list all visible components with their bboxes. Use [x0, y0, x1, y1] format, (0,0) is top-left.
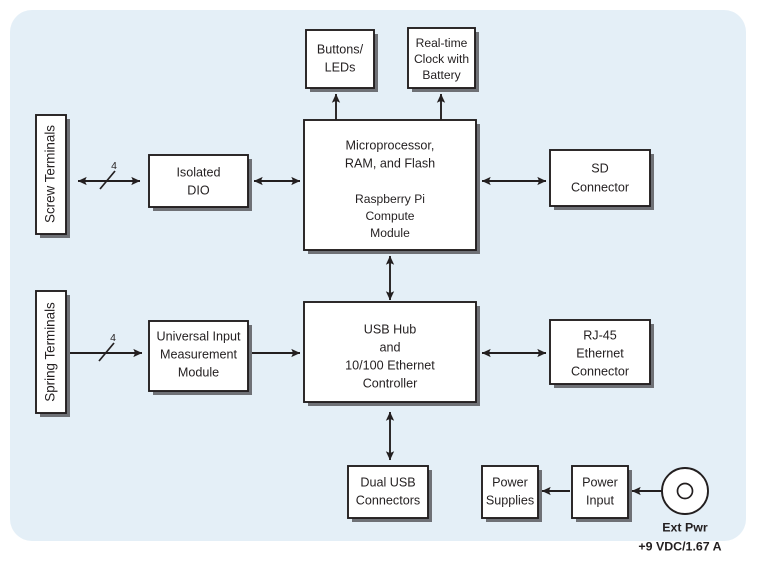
- screw-terminals-label: Screw Terminals: [43, 125, 58, 223]
- ext-power-caption-line2: +9 VDC/1.67 A: [638, 539, 721, 553]
- rj45-label-line3: Connector: [571, 364, 629, 378]
- block-screw-terminals: Screw Terminals: [35, 114, 70, 238]
- ext-power-caption-line1: Ext Pwr: [662, 520, 708, 534]
- power-supplies-label-line2: Supplies: [486, 493, 534, 507]
- microprocessor-label-line5: Module: [370, 226, 410, 240]
- rj45-label-line2: Ethernet: [576, 346, 624, 360]
- buttons-leds-label-line1: Buttons/: [317, 42, 364, 56]
- power-input-label-line2: Input: [586, 493, 615, 507]
- screw-bus-width-label: 4: [111, 161, 117, 172]
- block-buttons-leds: Buttons/ LEDs: [305, 29, 378, 92]
- dual-usb-label-line1: Dual USB: [360, 475, 415, 489]
- usb-hub-label-line2: and: [379, 340, 400, 354]
- block-dual-usb-connectors: Dual USB Connectors: [347, 465, 432, 522]
- rtc-label-line1: Real-time: [416, 36, 468, 50]
- spring-bus-width-label: 4: [110, 333, 116, 344]
- block-microprocessor: Microprocessor, RAM, and Flash Raspberry…: [303, 119, 480, 254]
- block-usb-hub-ethernet-controller: USB Hub and 10/100 Ethernet Controller: [303, 301, 480, 406]
- microprocessor-label-line2: RAM, and Flash: [345, 156, 435, 170]
- block-spring-terminals: Spring Terminals: [35, 290, 70, 417]
- block-rj45-ethernet-connector: RJ-45 Ethernet Connector: [549, 319, 654, 388]
- buttons-leds-label-line2: LEDs: [325, 60, 356, 74]
- isolated-dio-label-line1: Isolated: [176, 165, 220, 179]
- uim-label-line3: Module: [178, 365, 219, 379]
- usb-hub-label-line3: 10/100 Ethernet: [345, 358, 435, 372]
- connector-screw-to-dio: 4: [77, 161, 141, 190]
- power-jack-inner-icon: [676, 482, 694, 500]
- connector-spring-to-uim: 4: [70, 333, 143, 362]
- rtc-label-line3: Battery: [422, 68, 461, 82]
- usb-hub-label-line4: Controller: [363, 376, 418, 390]
- block-isolated-dio: Isolated DIO: [148, 154, 252, 211]
- isolated-dio-label-line2: DIO: [187, 183, 210, 197]
- block-universal-input-measurement-module: Universal Input Measurement Module: [148, 320, 252, 395]
- microprocessor-label-line1: Microprocessor,: [346, 138, 435, 152]
- block-power-input: Power Input: [571, 465, 632, 522]
- block-power-supplies: Power Supplies: [481, 465, 542, 522]
- sd-connector-label-line1: SD: [591, 161, 609, 175]
- power-input-label-line1: Power: [582, 475, 618, 489]
- uim-label-line1: Universal Input: [157, 329, 242, 343]
- rtc-label-line2: Clock with: [414, 52, 469, 66]
- block-sd-connector: SD Connector: [549, 149, 654, 210]
- block-realtime-clock: Real-time Clock with Battery: [407, 27, 479, 92]
- uim-label-line2: Measurement: [160, 347, 237, 361]
- microprocessor-label-line4: Compute: [365, 209, 414, 223]
- power-supplies-label-line1: Power: [492, 475, 528, 489]
- dual-usb-label-line2: Connectors: [356, 493, 420, 507]
- diagram-background-panel: [10, 10, 746, 541]
- microprocessor-label-line3: Raspberry Pi: [355, 192, 425, 206]
- usb-hub-label-line1: USB Hub: [364, 322, 417, 336]
- ext-power-jack: Ext Pwr +9 VDC/1.67 A: [638, 467, 722, 553]
- spring-terminals-label: Spring Terminals: [43, 302, 58, 402]
- sd-connector-label-line2: Connector: [571, 180, 629, 194]
- rj45-label-line1: RJ-45: [583, 328, 617, 342]
